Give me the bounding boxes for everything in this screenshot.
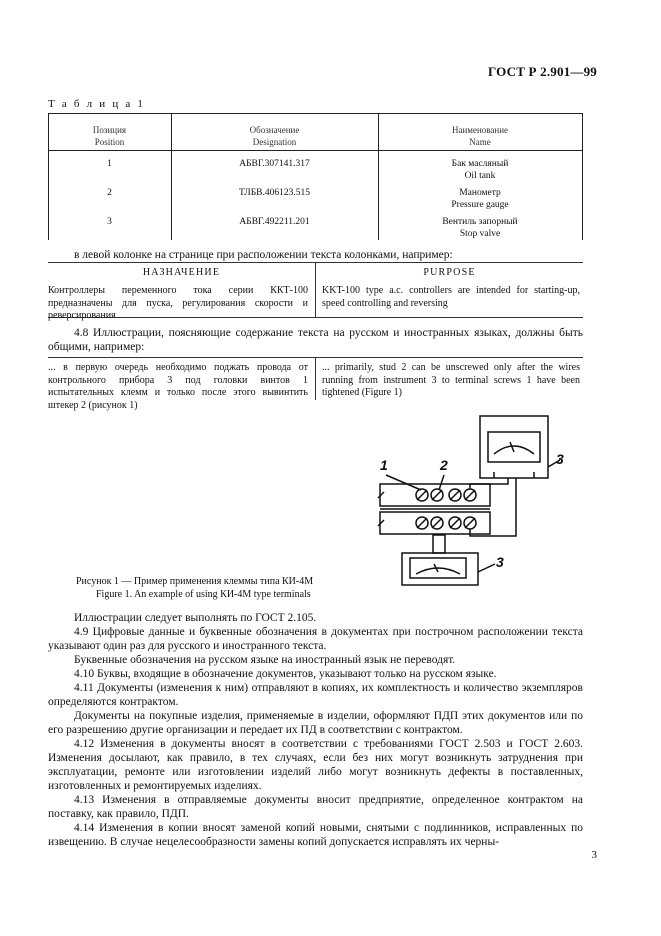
paragraph-4-8: 4.8 Иллюстрации, поясняющие содержание т… [48, 327, 583, 353]
terminal-block-top [379, 483, 491, 507]
table-row-1-designation: АБВГ.307141.317 [239, 159, 310, 169]
figure-label-3-lower: 3 [496, 554, 504, 570]
example-text-ru: ... в первую очередь необходимо поджать … [48, 362, 308, 411]
terminal-screw-2 [430, 488, 444, 502]
table-row-3-designation: АБВГ.492211.201 [239, 217, 310, 227]
paragraph-4-9: 4.9 Цифровые данные и буквенные обозначе… [48, 626, 583, 652]
table-row-1-position: 1 [107, 159, 112, 169]
paragraph-purchased-items: Документы на покупные изделия, применяем… [48, 710, 583, 736]
figure-label-3-upper: 3 [556, 451, 564, 467]
instrument-lower [401, 552, 479, 586]
paragraph-4-13: 4.13 Изменения в отправляемые документы … [48, 794, 583, 820]
page-number: 3 [591, 849, 598, 861]
figure-label-2: 2 [439, 457, 448, 473]
paragraph-4-14: 4.14 Изменения в копии вносят заменой ко… [48, 822, 583, 848]
document-code: ГОСТ Р 2.901—99 [488, 64, 597, 79]
purpose-title-en: PURPOSE [423, 267, 476, 278]
paragraph-letter-designations: Буквенные обозначения на русском языке н… [74, 654, 456, 666]
paragraph-illustrations: Иллюстрации следует выполнять по ГОСТ 2.… [74, 612, 317, 624]
purpose-title-ru: НАЗНАЧЕНИЕ [142, 267, 221, 278]
figure-label-1: 1 [380, 457, 388, 473]
table-row-2-position: 2 [107, 188, 112, 198]
example-box: ... в первую очередь необходимо поджать … [48, 357, 583, 411]
table-row-3-position: 3 [107, 217, 112, 227]
terminal-block-bottom [379, 511, 491, 535]
purpose-text-ru: Контроллеры переменного тока серии ККТ-1… [48, 285, 308, 321]
paragraph-4-11: 4.11 Документы (изменения к ним) отправл… [48, 682, 583, 708]
table-caption: Т а б л и ц а 1 [48, 98, 146, 110]
example-text-en: ... primarily, stud 2 can be unscrewed o… [322, 362, 580, 398]
paragraph-4-12: 4.12 Изменения в документы вносят в соот… [48, 738, 583, 792]
table-row-2-designation: ТЛБВ.406123.515 [238, 188, 311, 198]
paragraph-4-10: 4.10 Буквы, входящие в обозначение докум… [74, 668, 497, 680]
terminal-screw-1 [415, 488, 429, 502]
figure-caption-en: Figure 1. An example of using КИ-4М type… [96, 589, 311, 600]
terminal-figure: 1 2 3 3 [377, 415, 564, 586]
instrument-upper [479, 415, 549, 479]
figure-caption-ru: Рисунок 1 — Пример применения клеммы тип… [76, 576, 314, 587]
intro-paragraph: в левой колонке на странице при располож… [74, 249, 453, 261]
purpose-text-en: KKT-100 type a.c. controllers are intend… [322, 285, 580, 309]
purpose-box: НАЗНАЧЕНИЕ PURPOSE Контроллеры переменно… [48, 262, 583, 321]
